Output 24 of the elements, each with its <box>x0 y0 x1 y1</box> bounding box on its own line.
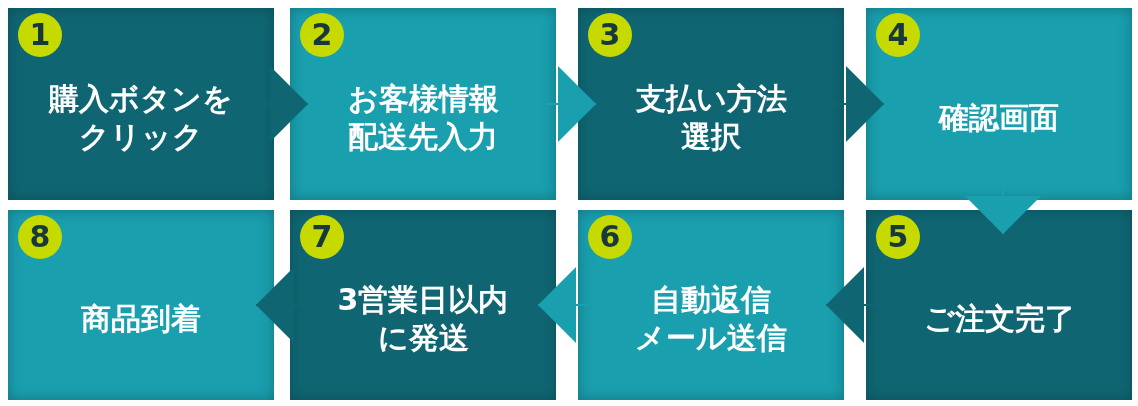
step-number-badge: 2 <box>300 13 344 57</box>
step-number-badge: 8 <box>18 215 62 259</box>
step-label: 購入ボタンをクリック <box>47 80 234 156</box>
step-box <box>578 210 844 400</box>
step-label: 商品到着 <box>80 300 202 338</box>
step-number-badge: 1 <box>18 13 62 57</box>
step-box <box>290 210 556 400</box>
step-number-badge: 6 <box>588 215 632 259</box>
step-label: 支払い方法選択 <box>634 80 788 156</box>
step-label: 自動返信メール送信 <box>634 281 788 357</box>
step-label: 3営業日以内に発送 <box>336 281 510 357</box>
step-label: お客様情報配送先入力 <box>346 80 500 156</box>
step-number-badge: 4 <box>876 13 920 57</box>
step-box <box>866 210 1132 400</box>
step-box <box>866 8 1132 200</box>
step-label: ご注文完了 <box>922 300 1076 338</box>
step-box <box>578 8 844 200</box>
step-label: 確認画面 <box>937 99 1060 137</box>
step-number-badge: 5 <box>876 215 920 259</box>
step-number-badge: 7 <box>300 215 344 259</box>
step-number-badge: 3 <box>588 13 632 57</box>
step-box <box>8 8 274 200</box>
step-box <box>290 8 556 200</box>
step-box <box>8 210 274 400</box>
